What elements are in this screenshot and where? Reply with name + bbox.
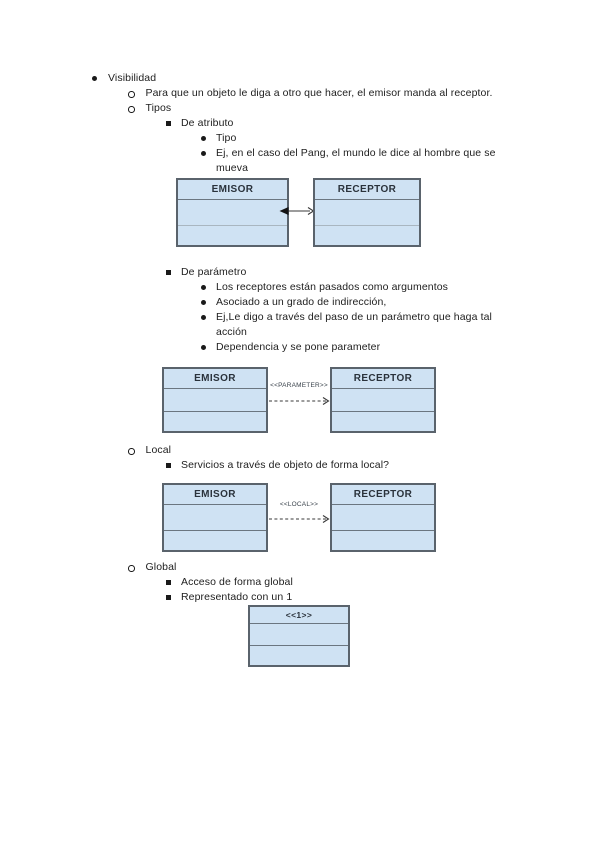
uml-class-title: EMISOR xyxy=(164,485,266,505)
bullet-square-icon xyxy=(166,270,171,275)
uml-attributes-compartment xyxy=(178,200,287,226)
uml-class-box-emisor: EMISOR xyxy=(162,367,268,433)
uml-class-title: RECEPTOR xyxy=(332,369,434,389)
uml-attributes-compartment xyxy=(250,624,348,646)
uml-attributes-compartment xyxy=(164,505,266,531)
outline-text: Dependencia y se pone parameter xyxy=(216,341,381,353)
uml-class-title: EMISOR xyxy=(164,369,266,389)
uml-operations-compartment xyxy=(250,646,348,665)
uml-attributes-compartment xyxy=(332,389,434,412)
outline-text: Acceso de forma global xyxy=(181,576,293,588)
bullet-circle-icon xyxy=(128,106,135,113)
outline-item: Asociado a un grado de indirección, xyxy=(201,295,600,310)
bullet-disc-icon xyxy=(92,76,97,81)
bullet-disc-icon xyxy=(201,136,206,141)
bullet-square-icon xyxy=(166,121,171,126)
bullet-circle-icon xyxy=(128,565,135,572)
outline-text: Ej,Le digo a través del paso de un parám… xyxy=(216,311,492,338)
outline-text: Tipo xyxy=(216,132,237,144)
outline-text: Para que un objeto le diga a otro que ha… xyxy=(145,87,493,99)
outline-item: Representado con un 1 xyxy=(166,590,600,605)
outline-text: Tipos xyxy=(145,102,172,114)
outline-item: Servicios a través de objeto de forma lo… xyxy=(166,458,600,473)
uml-class-title: RECEPTOR xyxy=(332,485,434,505)
bullet-square-icon xyxy=(166,463,171,468)
outline-item-local: Local xyxy=(128,443,600,458)
uml-diagram-global-visibility: <<1>> xyxy=(248,605,350,667)
uml-class-box-receptor: RECEPTOR xyxy=(330,483,436,552)
outline-item: Los receptores están pasados como argume… xyxy=(201,280,600,295)
outline-item-tipos: Tipos xyxy=(128,101,600,116)
outline-text: Representado con un 1 xyxy=(181,591,293,603)
bullet-disc-icon xyxy=(201,285,206,290)
uml-class-title: RECEPTOR xyxy=(315,180,419,200)
outline-item: Tipo xyxy=(201,131,600,146)
outline-item: Para que un objeto le diga a otro que ha… xyxy=(128,86,600,101)
outline-text: Servicios a través de objeto de forma lo… xyxy=(181,459,390,471)
association-arrow-icon xyxy=(279,207,315,215)
uml-class-title: EMISOR xyxy=(178,180,287,200)
uml-attributes-compartment xyxy=(164,389,266,412)
uml-attributes-compartment xyxy=(332,505,434,531)
uml-operations-compartment xyxy=(164,412,266,431)
stereotype-label: <<PARAMETER>> xyxy=(270,382,328,389)
outline-text: Visibilidad xyxy=(108,72,157,84)
uml-diagram-local-visibility: EMISOR <<LOCAL>> RECEPTOR xyxy=(162,483,436,552)
uml-attributes-compartment xyxy=(315,200,419,226)
uml-operations-compartment xyxy=(332,412,434,431)
uml-class-box-receptor: RECEPTOR xyxy=(313,178,421,247)
outline-item: Acceso de forma global xyxy=(166,575,600,590)
bullet-circle-icon xyxy=(128,91,135,98)
bullet-circle-icon xyxy=(128,448,135,455)
stereotype-label: <<LOCAL>> xyxy=(279,501,319,508)
outline-text: Global xyxy=(145,561,177,573)
uml-class-title: <<1>> xyxy=(250,607,348,624)
uml-class-box-emisor: EMISOR xyxy=(176,178,289,247)
outline-item-global: Global xyxy=(128,560,600,575)
uml-operations-compartment xyxy=(164,531,266,550)
bullet-disc-icon xyxy=(201,300,206,305)
uml-operations-compartment xyxy=(178,226,287,245)
dashed-dependency-arrow-icon xyxy=(269,397,330,405)
bullet-square-icon xyxy=(166,580,171,585)
outline-item: Dependencia y se pone parameter xyxy=(201,340,600,355)
uml-diagram-parameter-visibility: EMISOR <<PARAMETER>> RECEPTOR xyxy=(162,367,436,433)
outline-text: Los receptores están pasados como argume… xyxy=(216,281,449,293)
outline-item: Ej,Le digo a través del paso de un parám… xyxy=(201,310,600,340)
uml-class-box-emisor: EMISOR xyxy=(162,483,268,552)
outline-item-visibilidad: Visibilidad xyxy=(92,71,600,86)
uml-operations-compartment xyxy=(315,226,419,245)
uml-class-box-global: <<1>> xyxy=(248,605,350,667)
outline-item-de-atributo: De atributo xyxy=(166,116,600,131)
outline-item-de-parametro: De parámetro xyxy=(166,265,600,280)
outline-text: De parámetro xyxy=(181,266,247,278)
bullet-disc-icon xyxy=(201,345,206,350)
outline-text: Ej, en el caso del Pang, el mundo le dic… xyxy=(216,147,496,174)
uml-class-box-receptor: RECEPTOR xyxy=(330,367,436,433)
dashed-dependency-arrow-icon xyxy=(269,515,330,523)
uml-operations-compartment xyxy=(332,531,434,550)
outline-text: Asociado a un grado de indirección, xyxy=(216,296,387,308)
outline-text: Local xyxy=(145,444,172,456)
bullet-disc-icon xyxy=(201,151,206,156)
bullet-square-icon xyxy=(166,595,171,600)
outline-text: De atributo xyxy=(181,117,234,129)
outline-item: Ej, en el caso del Pang, el mundo le dic… xyxy=(201,146,600,176)
bullet-disc-icon xyxy=(201,315,206,320)
uml-diagram-attribute-visibility: EMISOR RECEPTOR xyxy=(176,178,422,247)
